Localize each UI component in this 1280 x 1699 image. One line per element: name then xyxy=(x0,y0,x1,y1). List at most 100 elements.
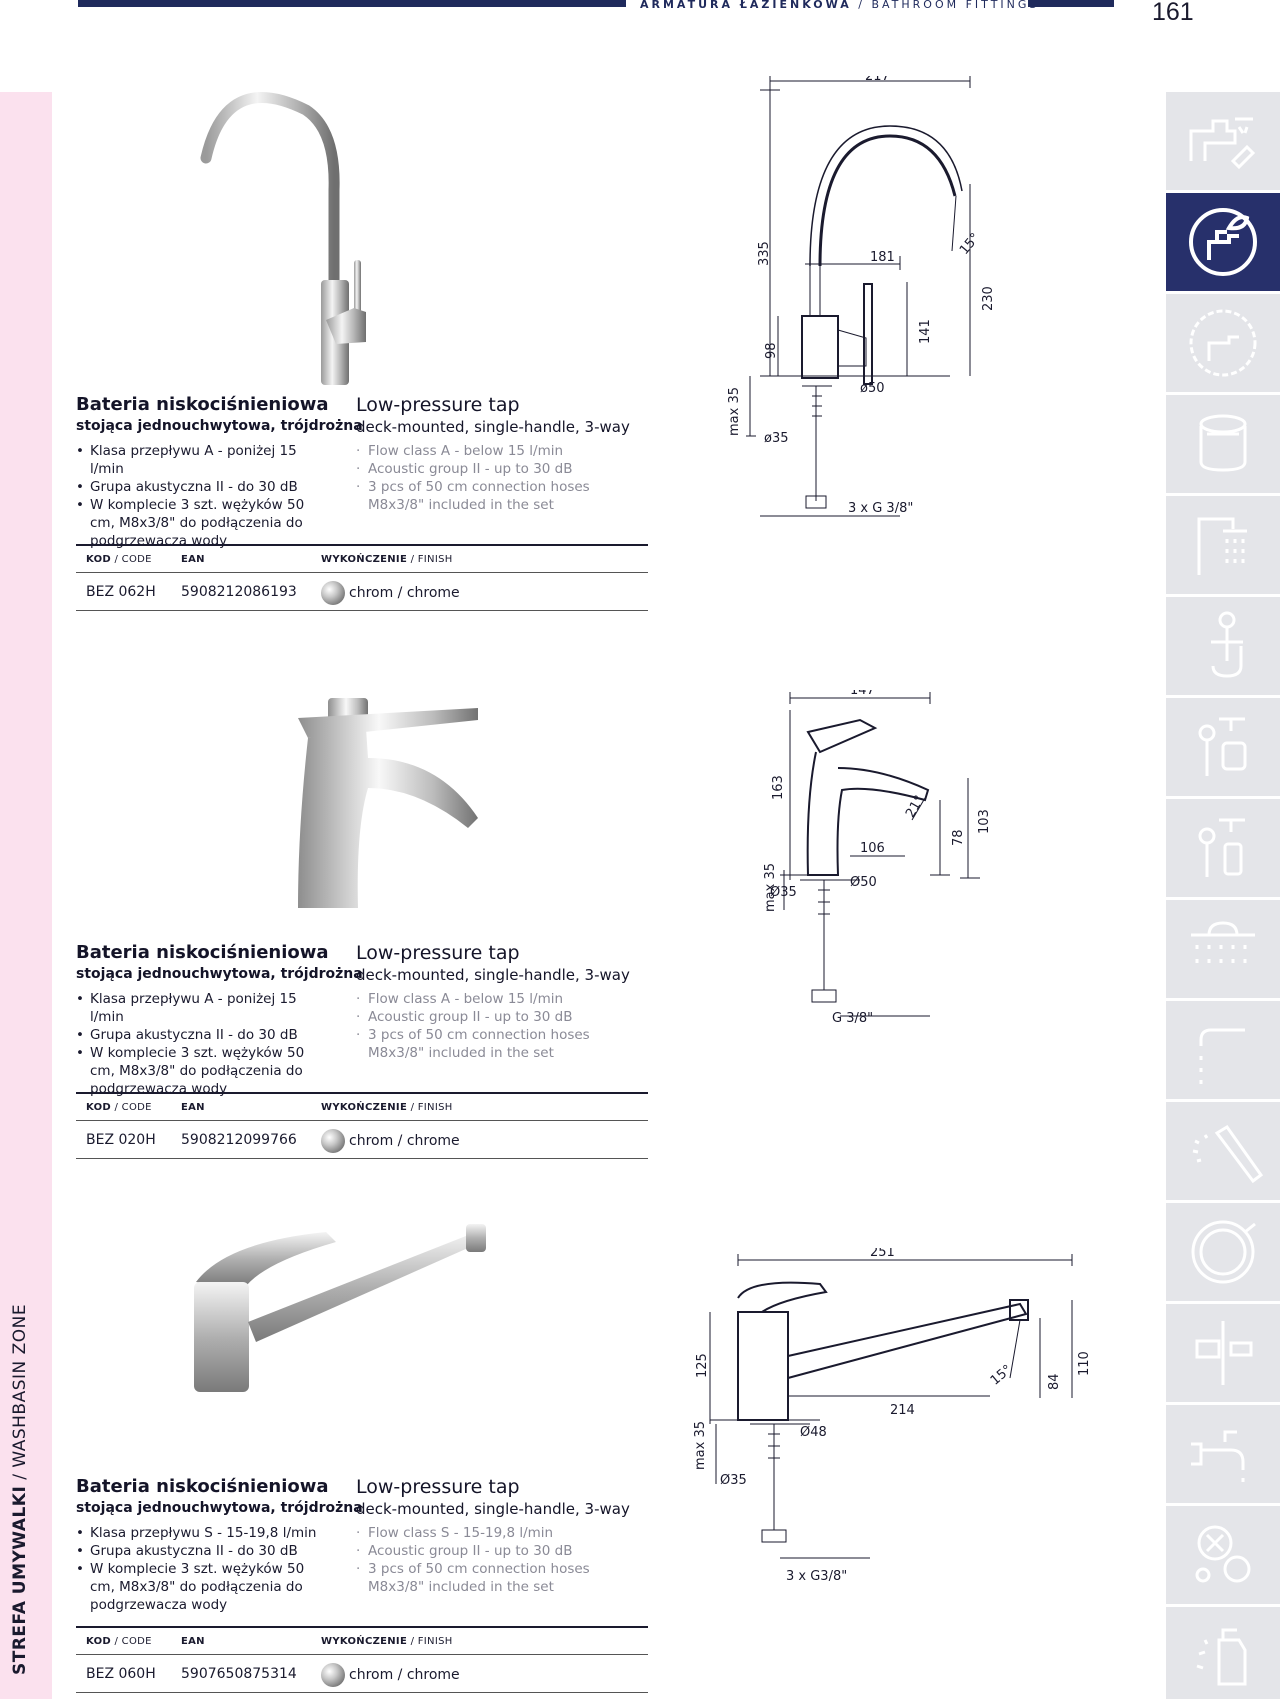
dim-label: 21° xyxy=(903,793,928,820)
table-rule xyxy=(76,572,648,573)
product-card: Bateria niskociśnieniowa stojąca jednouc… xyxy=(76,628,648,1168)
feature-item: Flow class A - below 15 l/min xyxy=(356,442,646,460)
bath-spout-icon xyxy=(1191,1430,1245,1482)
category-eco-tap[interactable] xyxy=(1166,193,1280,291)
category-shower-system[interactable] xyxy=(1166,698,1280,796)
product-code: BEZ 062H xyxy=(86,584,156,600)
technical-drawing: 251 125 214 15° 84 110 Ø48 Ø35 max 35 3 … xyxy=(693,1248,1090,1584)
category-spare-parts[interactable] xyxy=(1166,1506,1280,1604)
dim-label: 84 xyxy=(1047,1373,1062,1390)
feature-item: W komplecie 3 szt. wężyków 50 cm, M8x3/8… xyxy=(76,496,326,550)
feature-item: Klasa przepływu A - poniżej 15 l/min xyxy=(76,442,326,478)
category-tap-shower[interactable] xyxy=(1166,92,1280,190)
col-header-code: KOD / CODE xyxy=(86,554,152,565)
product-subtitle-pl: stojąca jednouchwytowa, trójdrożna xyxy=(76,418,363,434)
feature-item: Flow class S - 15-19,8 l/min xyxy=(356,1524,646,1542)
header-rule-left xyxy=(78,0,626,7)
feature-item: Klasa przepływu S - 15-19,8 l/min xyxy=(76,1524,326,1542)
dim-label: 98 xyxy=(764,342,779,359)
table-rule xyxy=(76,1158,648,1159)
finish-swatch xyxy=(321,1663,345,1687)
features-en: Flow class S - 15-19,8 l/min Acoustic gr… xyxy=(356,1524,646,1596)
dim-label: 163 xyxy=(771,775,786,800)
product-title-en: Low-pressure tap xyxy=(356,394,520,416)
category-overhead-shower[interactable] xyxy=(1166,900,1280,998)
header-rule-right xyxy=(1028,0,1114,7)
features-en: Flow class A - below 15 l/min Acoustic g… xyxy=(356,442,646,514)
product-title-en: Low-pressure tap xyxy=(356,942,520,964)
category-hand-shower[interactable] xyxy=(1166,1102,1280,1200)
shower-column-icon xyxy=(1197,517,1247,575)
zone-label: STREFA UMYWALKI / WASHBASIN ZONE xyxy=(10,1303,30,1675)
col-header-finish: WYKOŃCZENIE / FINISH xyxy=(321,1102,453,1113)
dim-label: 141 xyxy=(918,319,933,344)
col-header-finish: WYKOŃCZENIE / FINISH xyxy=(321,554,453,565)
product-subtitle-pl: stojąca jednouchwytowa, trójdrożna xyxy=(76,966,363,982)
dim-label: Ø35 xyxy=(770,885,797,900)
dim-label: max 35 xyxy=(727,387,742,436)
shower-system-thermostatic-icon xyxy=(1198,818,1245,877)
dim-label: Ø48 xyxy=(800,1425,827,1440)
technical-drawing: 147 163 106 21° 78 103 Ø35 Ø50 max 35 G … xyxy=(763,690,992,1026)
dim-label: max 35 xyxy=(763,863,778,912)
dim-label: max 35 xyxy=(693,1421,708,1470)
category-strip xyxy=(1166,92,1280,1699)
dim-label: 15° xyxy=(957,231,983,258)
category-shower-column[interactable] xyxy=(1166,496,1280,594)
feature-item: W komplecie 3 szt. wężyków 50 cm, M8x3/8… xyxy=(76,1044,326,1098)
category-shower-holder[interactable] xyxy=(1166,1304,1280,1402)
category-bath-spout[interactable] xyxy=(1166,1405,1280,1503)
product-ean: 5907650875314 xyxy=(181,1666,297,1682)
category-shower-system-thermostatic[interactable] xyxy=(1166,799,1280,897)
shower-hose-icon xyxy=(1191,1220,1256,1284)
eco-tap-outline-icon xyxy=(1189,309,1257,377)
dim-label: 103 xyxy=(977,809,992,834)
table-rule xyxy=(76,610,648,611)
product-subtitle-en: deck-mounted, single-handle, 3-way xyxy=(356,418,630,436)
shower-system-icon xyxy=(1198,717,1247,776)
dim-label: G 3/8" xyxy=(832,1011,873,1026)
hand-shower-icon xyxy=(1192,1124,1263,1184)
table-rule xyxy=(76,1654,648,1655)
category-cleaning-spray[interactable] xyxy=(1166,1607,1280,1699)
feature-item: Acoustic group II - up to 30 dB xyxy=(356,1008,646,1026)
dim-label: 3 x G 3/8" xyxy=(848,501,913,516)
dim-label: 230 xyxy=(981,286,996,311)
category-wall-spout[interactable] xyxy=(1166,1001,1280,1099)
dim-label: Ø35 xyxy=(720,1473,747,1488)
product-subtitle-en: deck-mounted, single-handle, 3-way xyxy=(356,1500,630,1518)
category-toilet[interactable] xyxy=(1166,395,1280,493)
product-title-en: Low-pressure tap xyxy=(356,1476,520,1498)
product-card: Bateria niskociśnieniowa stojąca jednouc… xyxy=(76,1162,648,1699)
dim-label: 217 xyxy=(865,76,890,84)
dim-label: Ø50 xyxy=(850,875,877,890)
category-shower-hose[interactable] xyxy=(1166,1203,1280,1301)
dim-label: 335 xyxy=(757,241,772,266)
dim-label: 181 xyxy=(870,250,895,265)
feature-item: Acoustic group II - up to 30 dB xyxy=(356,460,646,478)
dim-label: 15° xyxy=(988,1362,1015,1388)
product-title-pl: Bateria niskociśnieniowa xyxy=(76,1476,329,1497)
feature-item: W komplecie 3 szt. wężyków 50 cm, M8x3/8… xyxy=(76,1560,326,1614)
feature-item: Grupa akustyczna II - do 30 dB xyxy=(76,1542,326,1560)
dim-label: 125 xyxy=(695,1353,710,1378)
category-shower-set[interactable] xyxy=(1166,597,1280,695)
dim-label: 214 xyxy=(890,1403,915,1418)
col-header-ean: EAN xyxy=(181,1102,205,1113)
category-eco-tap-outline[interactable] xyxy=(1166,294,1280,392)
zone-strip xyxy=(0,92,52,1699)
feature-item: 3 pcs of 50 cm connection hoses M8x3/8" … xyxy=(356,1560,646,1596)
features-en: Flow class A - below 15 l/min Acoustic g… xyxy=(356,990,646,1062)
dim-label: 110 xyxy=(1077,1351,1090,1376)
shower-holder-icon xyxy=(1195,1321,1253,1385)
features-pl: Klasa przepływu S - 15-19,8 l/min Grupa … xyxy=(76,1524,326,1614)
col-header-code: KOD / CODE xyxy=(86,1636,152,1647)
features-pl: Klasa przepływu A - poniżej 15 l/min Gru… xyxy=(76,990,326,1098)
col-header-code: KOD / CODE xyxy=(86,1102,152,1113)
table-rule xyxy=(76,1120,648,1121)
wall-spout-icon xyxy=(1199,1028,1245,1084)
feature-item: Acoustic group II - up to 30 dB xyxy=(356,1542,646,1560)
finish-swatch xyxy=(321,1129,345,1153)
product-finish: chrom / chrome xyxy=(349,585,460,601)
product-card: Bateria niskociśnieniowa stojąca jednouc… xyxy=(76,80,648,620)
